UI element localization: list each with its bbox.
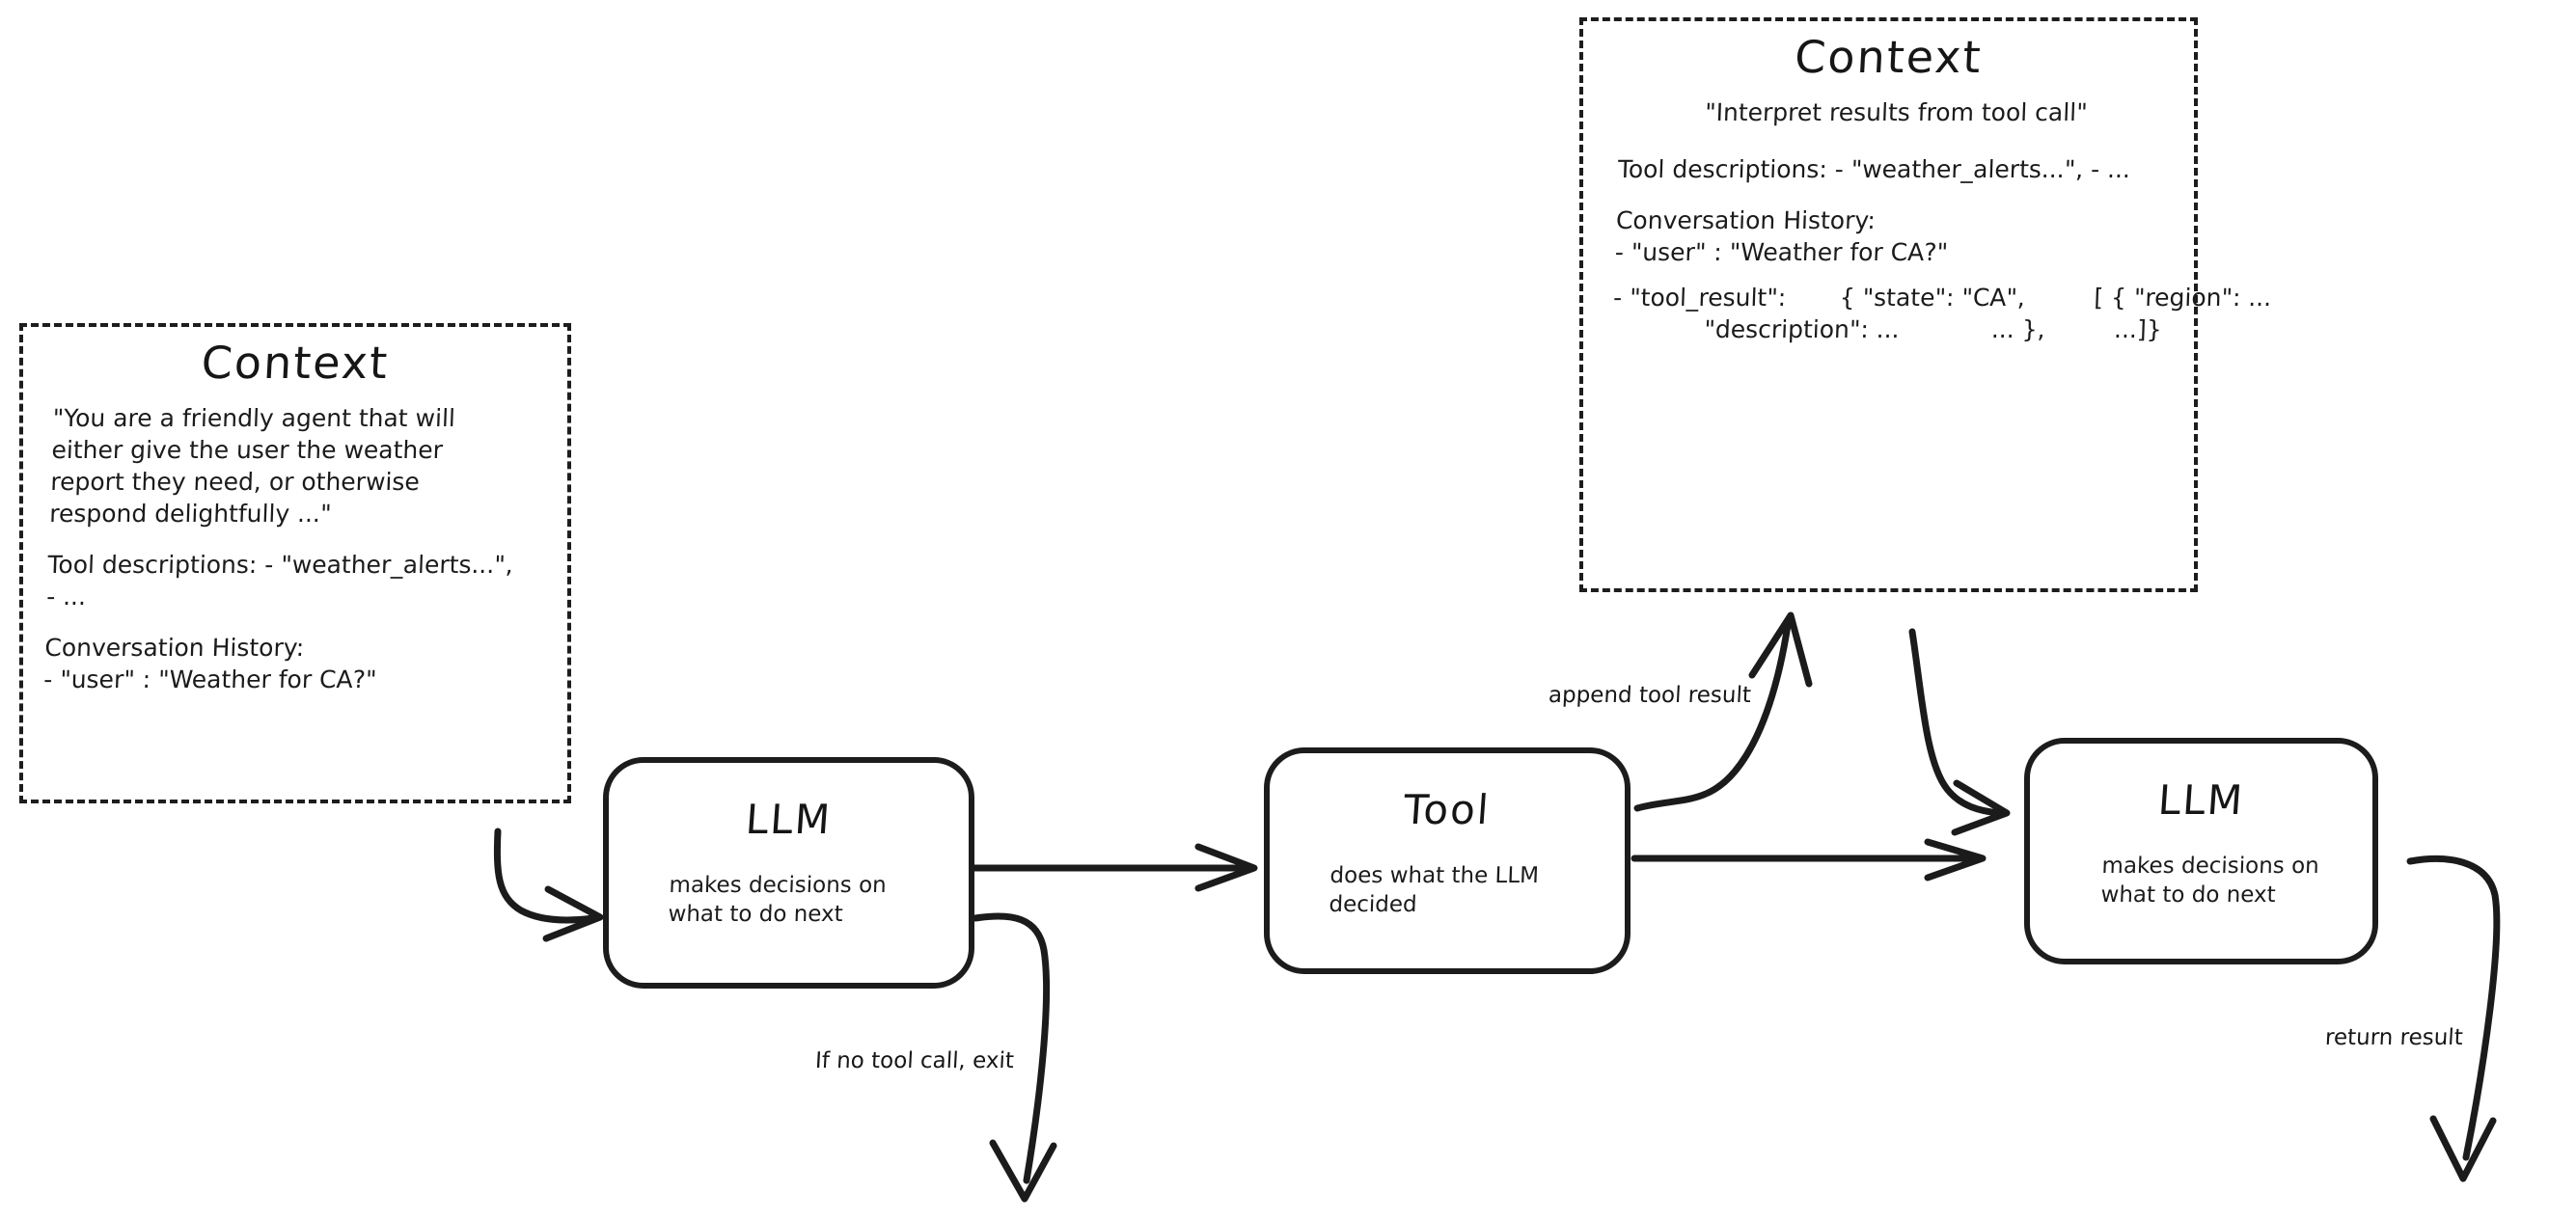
edge-label-return-result: return result	[2324, 1025, 2464, 1050]
node-tool[interactable]: Tool does what the LLM decided	[1264, 747, 1631, 974]
tool-descriptions-heading: Tool descriptions:	[1617, 155, 1828, 183]
context-right-body: "Interpret results from tool call" Tool …	[1578, 96, 2272, 345]
system-prompt-line: "You are a friendly agent that will	[52, 404, 456, 432]
arrow-context-left-to-llm	[493, 828, 604, 942]
arrow-context-right-to-llm	[1908, 628, 2011, 836]
context-left-tools: Tool descriptions: - "weather_alerts..."…	[46, 549, 542, 612]
node-subtitle-line: makes decisions on	[2101, 854, 2320, 879]
node-subtitle-line: what to do next	[2100, 882, 2277, 908]
node-subtitle-line: decided	[1329, 891, 1418, 917]
conversation-item: - "user" : "Weather for CA?"	[42, 665, 377, 693]
node-llm-first-subtitle: makes decisions on what to do next	[608, 872, 970, 930]
tool-result-line: - "tool_result":	[1612, 284, 1787, 312]
arrow-llm-to-tool	[968, 843, 1258, 892]
system-prompt-line: either give the user the weather	[51, 436, 444, 464]
tool-description-item: - "weather_alerts...",	[1834, 155, 2084, 183]
system-prompt-line: respond delightfully ..."	[48, 500, 333, 528]
node-llm-first-title: LLM	[744, 796, 834, 843]
context-card-right: Context "Interpret results from tool cal…	[1578, 17, 2272, 592]
node-llm-second[interactable]: LLM makes decisions on what to do next	[2024, 738, 2378, 964]
context-right-title: Context	[1793, 31, 1985, 83]
tool-result-line: [ { "region": ...	[2032, 284, 2272, 312]
system-prompt-line: report they need, or otherwise	[49, 468, 421, 496]
context-left-conversation: Conversation History: - "user" : "Weathe…	[43, 632, 539, 695]
arrow-tool-to-context	[1633, 611, 1813, 812]
conversation-heading: Conversation History:	[43, 634, 305, 662]
node-llm-second-title: LLM	[2156, 776, 2246, 824]
conversation-heading: Conversation History:	[1615, 206, 1877, 234]
arrow-llm-second-return	[2406, 855, 2501, 1182]
context-right-tool-result: - "tool_result": { "state": "CA", [ { "r…	[1611, 282, 2272, 345]
context-left-system-prompt: "You are a friendly agent that will eith…	[49, 402, 548, 529]
tool-result-line: ... },	[1906, 315, 2046, 343]
node-llm-first[interactable]: LLM makes decisions on what to do next	[603, 757, 974, 989]
node-subtitle-line: what to do next	[668, 901, 844, 927]
edge-label-if-no-tool-call-exit: If no tool call, exit	[814, 1048, 1015, 1073]
context-card-left: Context "You are a friendly agent that w…	[19, 323, 571, 803]
context-left-title: Context	[200, 337, 391, 389]
tool-descriptions-heading: Tool descriptions:	[46, 551, 258, 579]
node-subtitle-line: does what the LLM	[1329, 863, 1540, 888]
tool-description-item: - "weather_alerts...",	[263, 551, 514, 579]
context-right-tools: Tool descriptions: - "weather_alerts..."…	[1617, 153, 2171, 185]
node-tool-title: Tool	[1402, 786, 1493, 833]
conversation-item: - "user" : "Weather for CA?"	[1614, 238, 1949, 266]
arrow-tool-to-llm-second	[1631, 838, 1987, 882]
system-prompt-line: "Interpret results from tool call"	[1704, 98, 2089, 126]
tool-description-item: - ...	[45, 583, 87, 610]
node-subtitle-line: makes decisions on	[669, 873, 888, 898]
tool-result-line: ...]}	[2052, 315, 2163, 343]
tool-result-line: { "state": "CA",	[1793, 284, 2026, 312]
node-tool-subtitle: does what the LLM decided	[1269, 862, 1626, 920]
context-right-system-prompt: "Interpret results from tool call"	[1619, 96, 2173, 128]
tool-description-item: - ...	[2090, 155, 2131, 183]
node-llm-second-subtitle: makes decisions on what to do next	[2029, 853, 2373, 910]
tool-result-line: "description": ...	[1611, 315, 1901, 343]
edge-label-append-tool-result: append tool result	[1548, 683, 1752, 708]
context-left-body: "You are a friendly agent that will eith…	[18, 402, 573, 695]
context-right-conversation: Conversation History: - "user" : "Weathe…	[1614, 204, 2169, 268]
